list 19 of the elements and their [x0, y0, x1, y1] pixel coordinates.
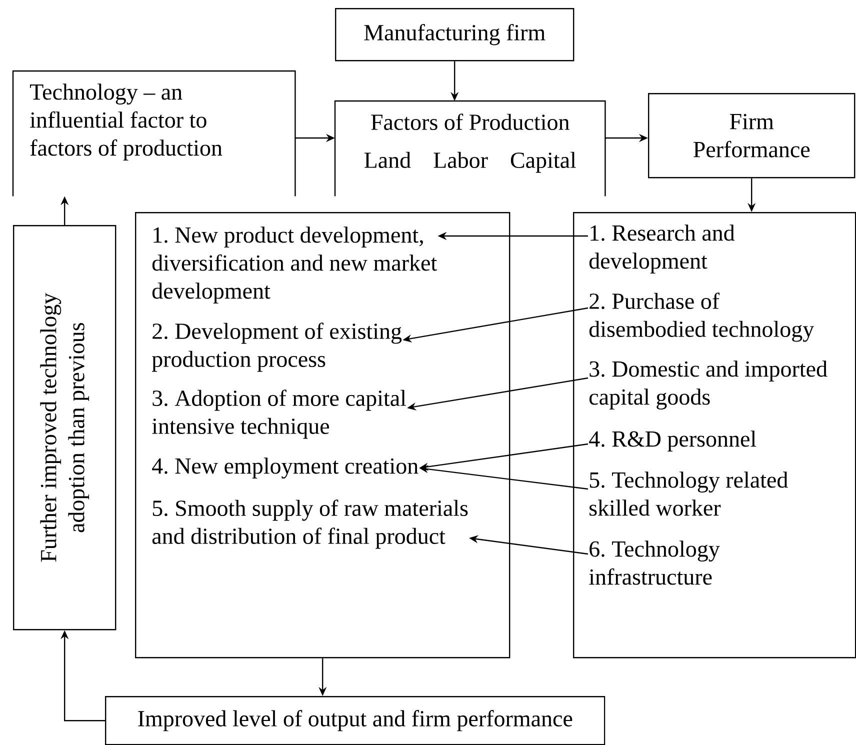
- list-item: 1. New product development, diversification and new market development: [152, 226, 437, 304]
- list-item: 1. Research and development: [589, 224, 735, 274]
- text-box: Firm Performance: [648, 93, 856, 178]
- list-item: 3. Domestic and imported capital goods: [589, 360, 828, 410]
- open-box: Technology – an influential factor to factors of production: [12, 70, 296, 196]
- list-item: 4. R&D personnel: [589, 430, 756, 452]
- list-item: 3. Adoption of more capital intensive technique: [152, 390, 406, 439]
- panel-box: [573, 212, 856, 658]
- rotated-text-box: Further improved technology adoption than previous: [13, 225, 116, 630]
- list-item: 5. Smooth supply of raw materials and distribution of final product: [152, 500, 468, 549]
- panel-box: [135, 212, 510, 658]
- open-box: Factors of Production Land Labor Capital: [334, 100, 606, 196]
- list-item: 5. Technology related skilled worker: [590, 472, 788, 516]
- text-box: Manufacturing firm: [335, 8, 574, 62]
- text-box: Improved level of output and firm performance: [105, 696, 606, 745]
- list-item: 6. Technology infrastructure: [589, 540, 720, 585]
- list-item: 4. New employment creation: [152, 458, 418, 479]
- list-item: 2. Development of existing production process: [152, 322, 402, 372]
- list-item: 2. Purchase of disembodied technology: [589, 292, 814, 342]
